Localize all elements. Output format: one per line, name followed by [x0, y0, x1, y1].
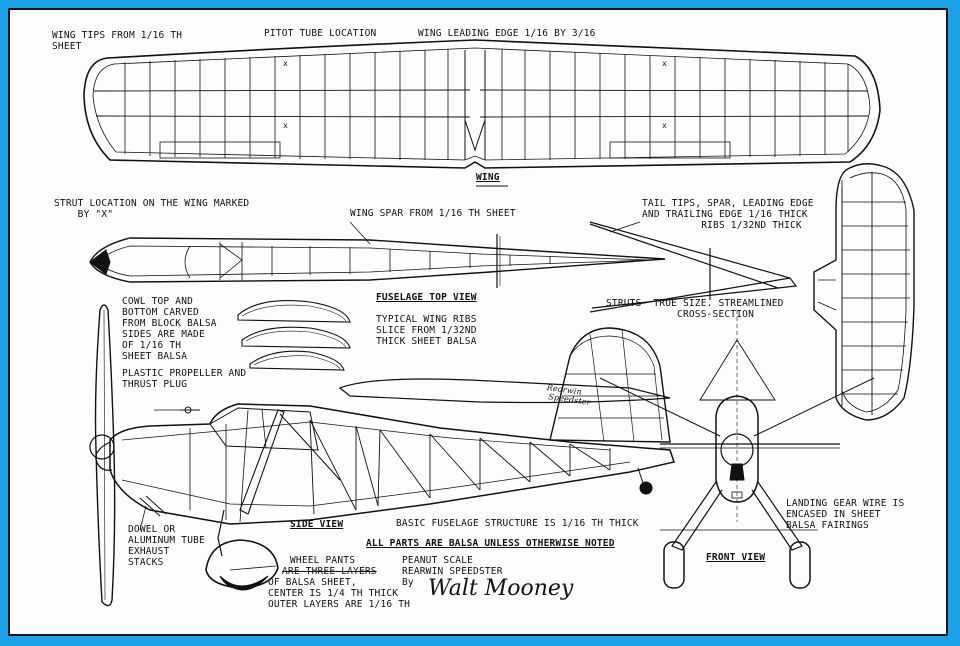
- designer-signature: Walt Mooney: [428, 576, 574, 601]
- wing-plan-view: x x x x: [83, 39, 881, 169]
- struts-note: STRUTS- TRUE SIZE. STREAMLINED CROSS-SEC…: [606, 298, 784, 320]
- fuselage-side-view: [95, 327, 675, 591]
- landing-gear-note: LANDING GEAR WIRE IS ENCASED IN SHEET BA…: [786, 498, 905, 531]
- fuselage-top-view-title: FUSELAGE TOP VIEW: [376, 292, 477, 303]
- plan-sheet: x x x x: [8, 8, 948, 636]
- wheel-pants-note-3: OF BALSA SHEET, CENTER IS 1/4 TH THICK O…: [268, 577, 411, 610]
- front-view-title: FRONT VIEW: [706, 552, 766, 563]
- tail-plan-view: [813, 163, 915, 421]
- side-view-title: SIDE VIEW: [290, 519, 344, 530]
- struts-true-size: [589, 221, 798, 313]
- basic-fuselage-note: BASIC FUSELAGE STRUCTURE IS 1/16 TH THIC…: [396, 518, 639, 529]
- svg-text:x: x: [662, 59, 667, 68]
- svg-text:x: x: [283, 59, 288, 68]
- cowl-note: COWL TOP AND BOTTOM CARVED FROM BLOCK BA…: [122, 296, 217, 362]
- leader-lines: [139, 221, 641, 571]
- model-title: PEANUT SCALE REARWIN SPEEDSTER By: [402, 555, 503, 588]
- wing-ribs-note: TYPICAL WING RIBS SLICE FROM 1/32ND THIC…: [376, 314, 477, 347]
- wheel-pants-note-1: WHEEL PANTS: [290, 555, 356, 566]
- wing-title: WING: [476, 172, 500, 183]
- pitot-tube-note: PITOT TUBE LOCATION: [264, 28, 377, 39]
- strut-location-note: STRUT LOCATION ON THE WING MARKED BY "X": [54, 198, 250, 220]
- fuselage-top-view: [89, 234, 666, 288]
- propeller: [89, 304, 116, 607]
- wing-tips-note: WING TIPS FROM 1/16 TH SHEET: [52, 30, 183, 52]
- svg-text:x: x: [662, 121, 667, 130]
- tail-tips-note: TAIL TIPS, SPAR, LEADING EDGE AND TRAILI…: [642, 198, 814, 231]
- leading-edge-note: WING LEADING EDGE 1/16 BY 3/16: [418, 28, 596, 39]
- propeller-note: PLASTIC PROPELLER AND THRUST PLUG: [122, 368, 247, 390]
- model-plan-drawing: x x x x: [83, 39, 915, 607]
- wing-spar-note: WING SPAR FROM 1/16 TH SHEET: [350, 208, 516, 219]
- wheel-pants-note-2: ARE THREE LAYERS: [282, 566, 377, 577]
- wing-rib-profiles: [237, 300, 351, 371]
- exhaust-note: DOWEL OR ALUMINUM TUBE EXHAUST STACKS: [128, 524, 205, 568]
- front-view: [599, 310, 875, 589]
- all-parts-note: ALL PARTS ARE BALSA UNLESS OTHERWISE NOT…: [366, 538, 615, 549]
- svg-text:x: x: [283, 121, 288, 130]
